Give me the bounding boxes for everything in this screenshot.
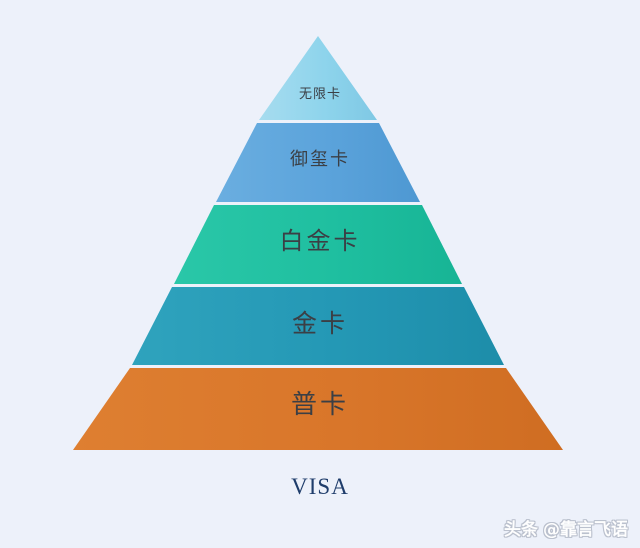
pyramid-tier-4[interactable] (132, 287, 504, 365)
watermark-handle: @靠言飞语 (543, 520, 628, 540)
watermark: 头条 @靠言飞语 (504, 515, 628, 540)
watermark-brand: 头条 (504, 520, 538, 540)
pyramid-tier-5[interactable] (73, 368, 563, 450)
pyramid-tier-1[interactable] (259, 36, 377, 120)
pyramid-tier-3[interactable] (174, 205, 462, 284)
pyramid-diagram: 无限卡 御玺卡 白金卡 金卡 普卡 (73, 36, 563, 450)
pyramid-svg (73, 36, 563, 450)
pyramid-tier-2[interactable] (216, 123, 420, 202)
diagram-caption: VISA (291, 474, 349, 499)
